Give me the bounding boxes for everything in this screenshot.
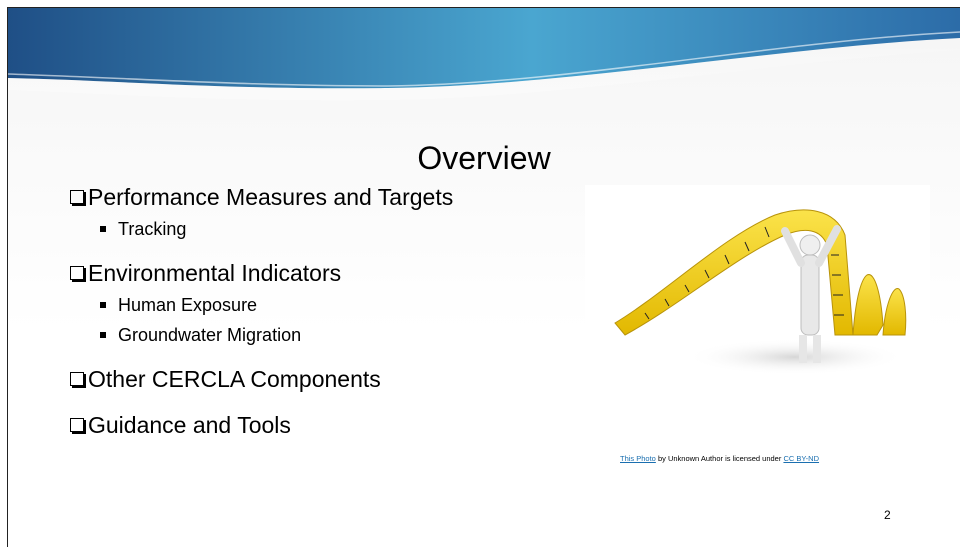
square-bullet-icon [100, 302, 106, 308]
measuring-tape-figure-illustration-icon [614, 209, 907, 375]
checkbox-bullet-icon [70, 418, 84, 432]
photo-credit: This Photo by Unknown Author is licensed… [620, 454, 819, 463]
bullet-text: Other CERCLA Components [88, 365, 381, 392]
measuring-tape-photo[interactable] [585, 185, 930, 415]
credit-text: by Unknown Author is licensed under [655, 454, 784, 463]
sub-bullet-text: Human Exposure [118, 294, 258, 315]
sub-bullet-human-exposure: Human Exposure [100, 290, 590, 320]
square-bullet-icon [100, 226, 106, 232]
checkbox-bullet-icon [70, 372, 84, 386]
checkbox-bullet-icon [70, 266, 84, 280]
bullet-list: Performance Measures and Targets Trackin… [70, 180, 590, 442]
square-bullet-icon [100, 332, 106, 338]
checkbox-bullet-icon [70, 190, 84, 204]
bullet-text: Guidance and Tools [88, 411, 291, 438]
bullet-text: Performance Measures and Targets [88, 183, 454, 210]
page-number: 2 [884, 508, 891, 522]
bullet-environmental: Environmental Indicators [70, 256, 590, 290]
photo-link[interactable]: This Photo [620, 454, 656, 463]
sub-bullet-tracking: Tracking [100, 214, 590, 244]
bullet-guidance: Guidance and Tools [70, 408, 590, 442]
sub-bullet-text: Groundwater Migration [118, 324, 302, 345]
header-banner [8, 8, 960, 101]
license-link[interactable]: CC BY-ND [783, 454, 820, 463]
slide: Overview Performance Measures and Target… [7, 7, 960, 547]
bullet-text: Environmental Indicators [88, 259, 342, 286]
bullet-cercla: Other CERCLA Components [70, 362, 590, 396]
sub-bullet-groundwater: Groundwater Migration [100, 320, 590, 350]
bullet-performance: Performance Measures and Targets [70, 180, 590, 214]
slide-title: Overview [417, 140, 551, 176]
sub-bullet-text: Tracking [118, 218, 187, 239]
